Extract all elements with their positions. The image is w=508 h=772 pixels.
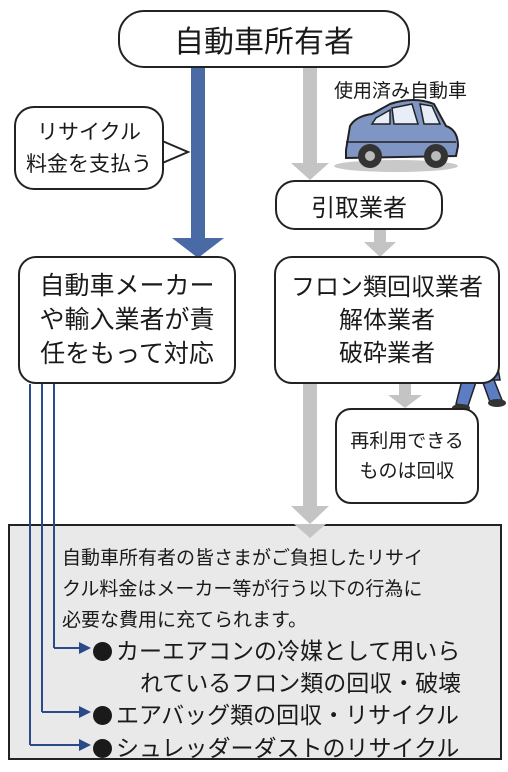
maker-line-2: や輸入業者が責 bbox=[39, 305, 215, 334]
reuse-line-2: ものは回収 bbox=[359, 460, 455, 482]
recycling-fee-bubble: リサイクル 料金を支払う bbox=[14, 106, 164, 190]
intro-line-2: クル料金はメーカー等が行う以下の行為に bbox=[62, 578, 423, 600]
use-item-freon-continued: れているフロン類の回収・破壊 bbox=[140, 668, 461, 700]
use-item-airbag-text: エアバッグ類の回収・リサイクル bbox=[116, 703, 459, 729]
fee-flow-shaft bbox=[191, 68, 205, 244]
collector-flow-shaft bbox=[374, 230, 386, 244]
fee-flow-arrowhead bbox=[172, 238, 224, 258]
reuse-line-1: 再利用できる bbox=[350, 430, 464, 452]
vehicle-owner-label: 自動車所有者 bbox=[174, 25, 354, 60]
reuse-flow-arrowhead bbox=[388, 395, 422, 408]
panel-intro-text: 自動車所有者の皆さまがご負担したリサイ クル料金はメーカー等が行う以下の行為に … bbox=[62, 543, 494, 636]
used-car-label: 使用済み自動車 bbox=[334, 80, 468, 102]
use-item-freon-line-2: れているフロン類の回収・破壊 bbox=[140, 671, 462, 697]
intro-line-1: 自動車所有者の皆さまがご負担したリサイ bbox=[62, 547, 424, 569]
collector-label: 引取業者 bbox=[311, 193, 407, 222]
collector-flow-arrowhead bbox=[364, 242, 396, 257]
bullet-icon bbox=[93, 739, 112, 758]
maker-line-1: 自動車メーカー bbox=[39, 271, 215, 300]
maker-line-3: 任をもって対応 bbox=[40, 339, 214, 368]
processor-freon: フロン類回収業者 bbox=[291, 272, 483, 301]
processing-flow-arrowhead bbox=[291, 506, 329, 524]
use-item-shredder-dust: シュレッダーダストのリサイクル bbox=[93, 733, 459, 765]
processing-flow-shaft bbox=[303, 384, 317, 508]
processor-shredder: 破砕業者 bbox=[339, 338, 435, 367]
use-item-freon-line-1: カーエアコンの冷媒として用いら bbox=[116, 639, 461, 665]
processors-box: フロン類回収業者 解体業者 破砕業者 bbox=[274, 256, 500, 384]
bullet-icon bbox=[93, 642, 112, 661]
vehicle-flow-shaft bbox=[303, 68, 317, 168]
bubble-tail bbox=[159, 138, 191, 166]
use-item-airbag: エアバッグ類の回収・リサイクル bbox=[93, 700, 459, 732]
processor-dismantler: 解体業者 bbox=[339, 305, 435, 334]
fee-bubble-line-2: 料金を支払う bbox=[26, 152, 152, 176]
fee-bubble-line-1: リサイクル bbox=[37, 120, 141, 144]
use-item-freon: カーエアコンの冷媒として用いら bbox=[93, 636, 460, 668]
reuse-flow-shaft bbox=[399, 384, 411, 398]
use-item-shredder-text: シュレッダーダストのリサイクル bbox=[116, 736, 460, 762]
vehicle-flow-arrowhead bbox=[291, 163, 329, 180]
bullet-icon bbox=[93, 706, 112, 725]
vehicle-owner-box: 自動車所有者 bbox=[118, 10, 410, 68]
reuse-box: 再利用できる ものは回収 bbox=[335, 408, 479, 504]
intro-line-3: 必要な費用に充てられます。 bbox=[62, 609, 308, 631]
maker-box: 自動車メーカー や輸入業者が責 任をもって対応 bbox=[18, 256, 236, 384]
collector-box: 引取業者 bbox=[275, 180, 443, 230]
used-car-illustration bbox=[334, 99, 460, 172]
